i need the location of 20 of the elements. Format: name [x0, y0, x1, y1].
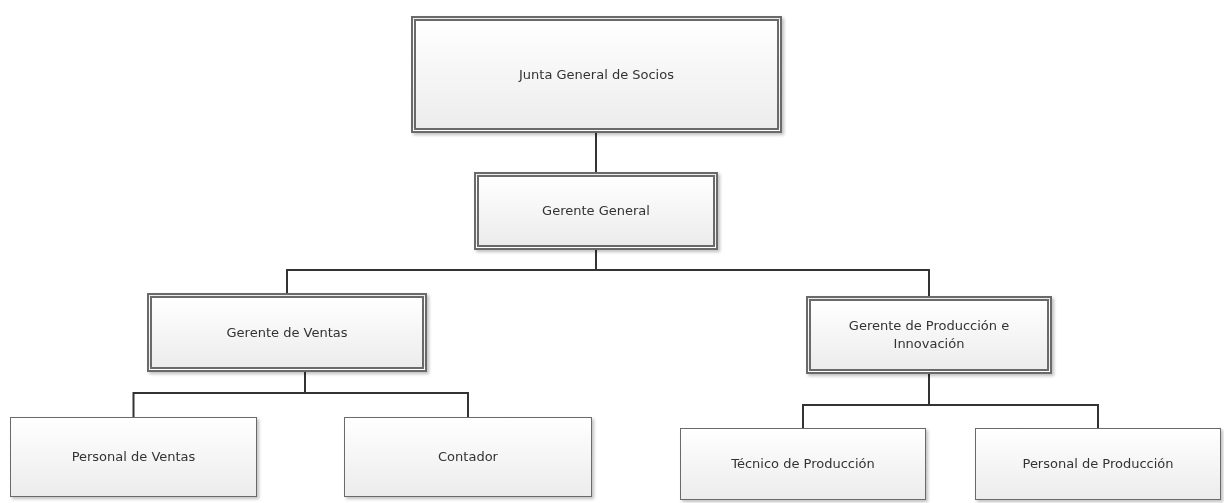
role-label: Gerente de Ventas [226, 323, 348, 342]
role-label: Gerente de Producción e Innovación [847, 317, 1011, 353]
role-label: Contador [438, 448, 498, 466]
org-box [411, 16, 782, 133]
role-label: Personal de Ventas [71, 448, 196, 466]
org-box [10, 417, 257, 497]
role-label: Junta General de Socios [519, 65, 674, 84]
org-box [474, 172, 718, 250]
org-box [344, 417, 592, 497]
role-label: Personal de Producción [1022, 455, 1174, 473]
org-box [680, 428, 926, 500]
connector-line [304, 371, 469, 418]
connector-line [928, 373, 1099, 429]
org-box [147, 293, 427, 372]
role-label: Gerente General [542, 202, 650, 220]
connector-line [595, 249, 930, 297]
org-box [975, 428, 1221, 500]
role-label: Técnico de Producción [731, 455, 875, 473]
org-box [806, 296, 1052, 374]
connector-line [595, 132, 597, 173]
